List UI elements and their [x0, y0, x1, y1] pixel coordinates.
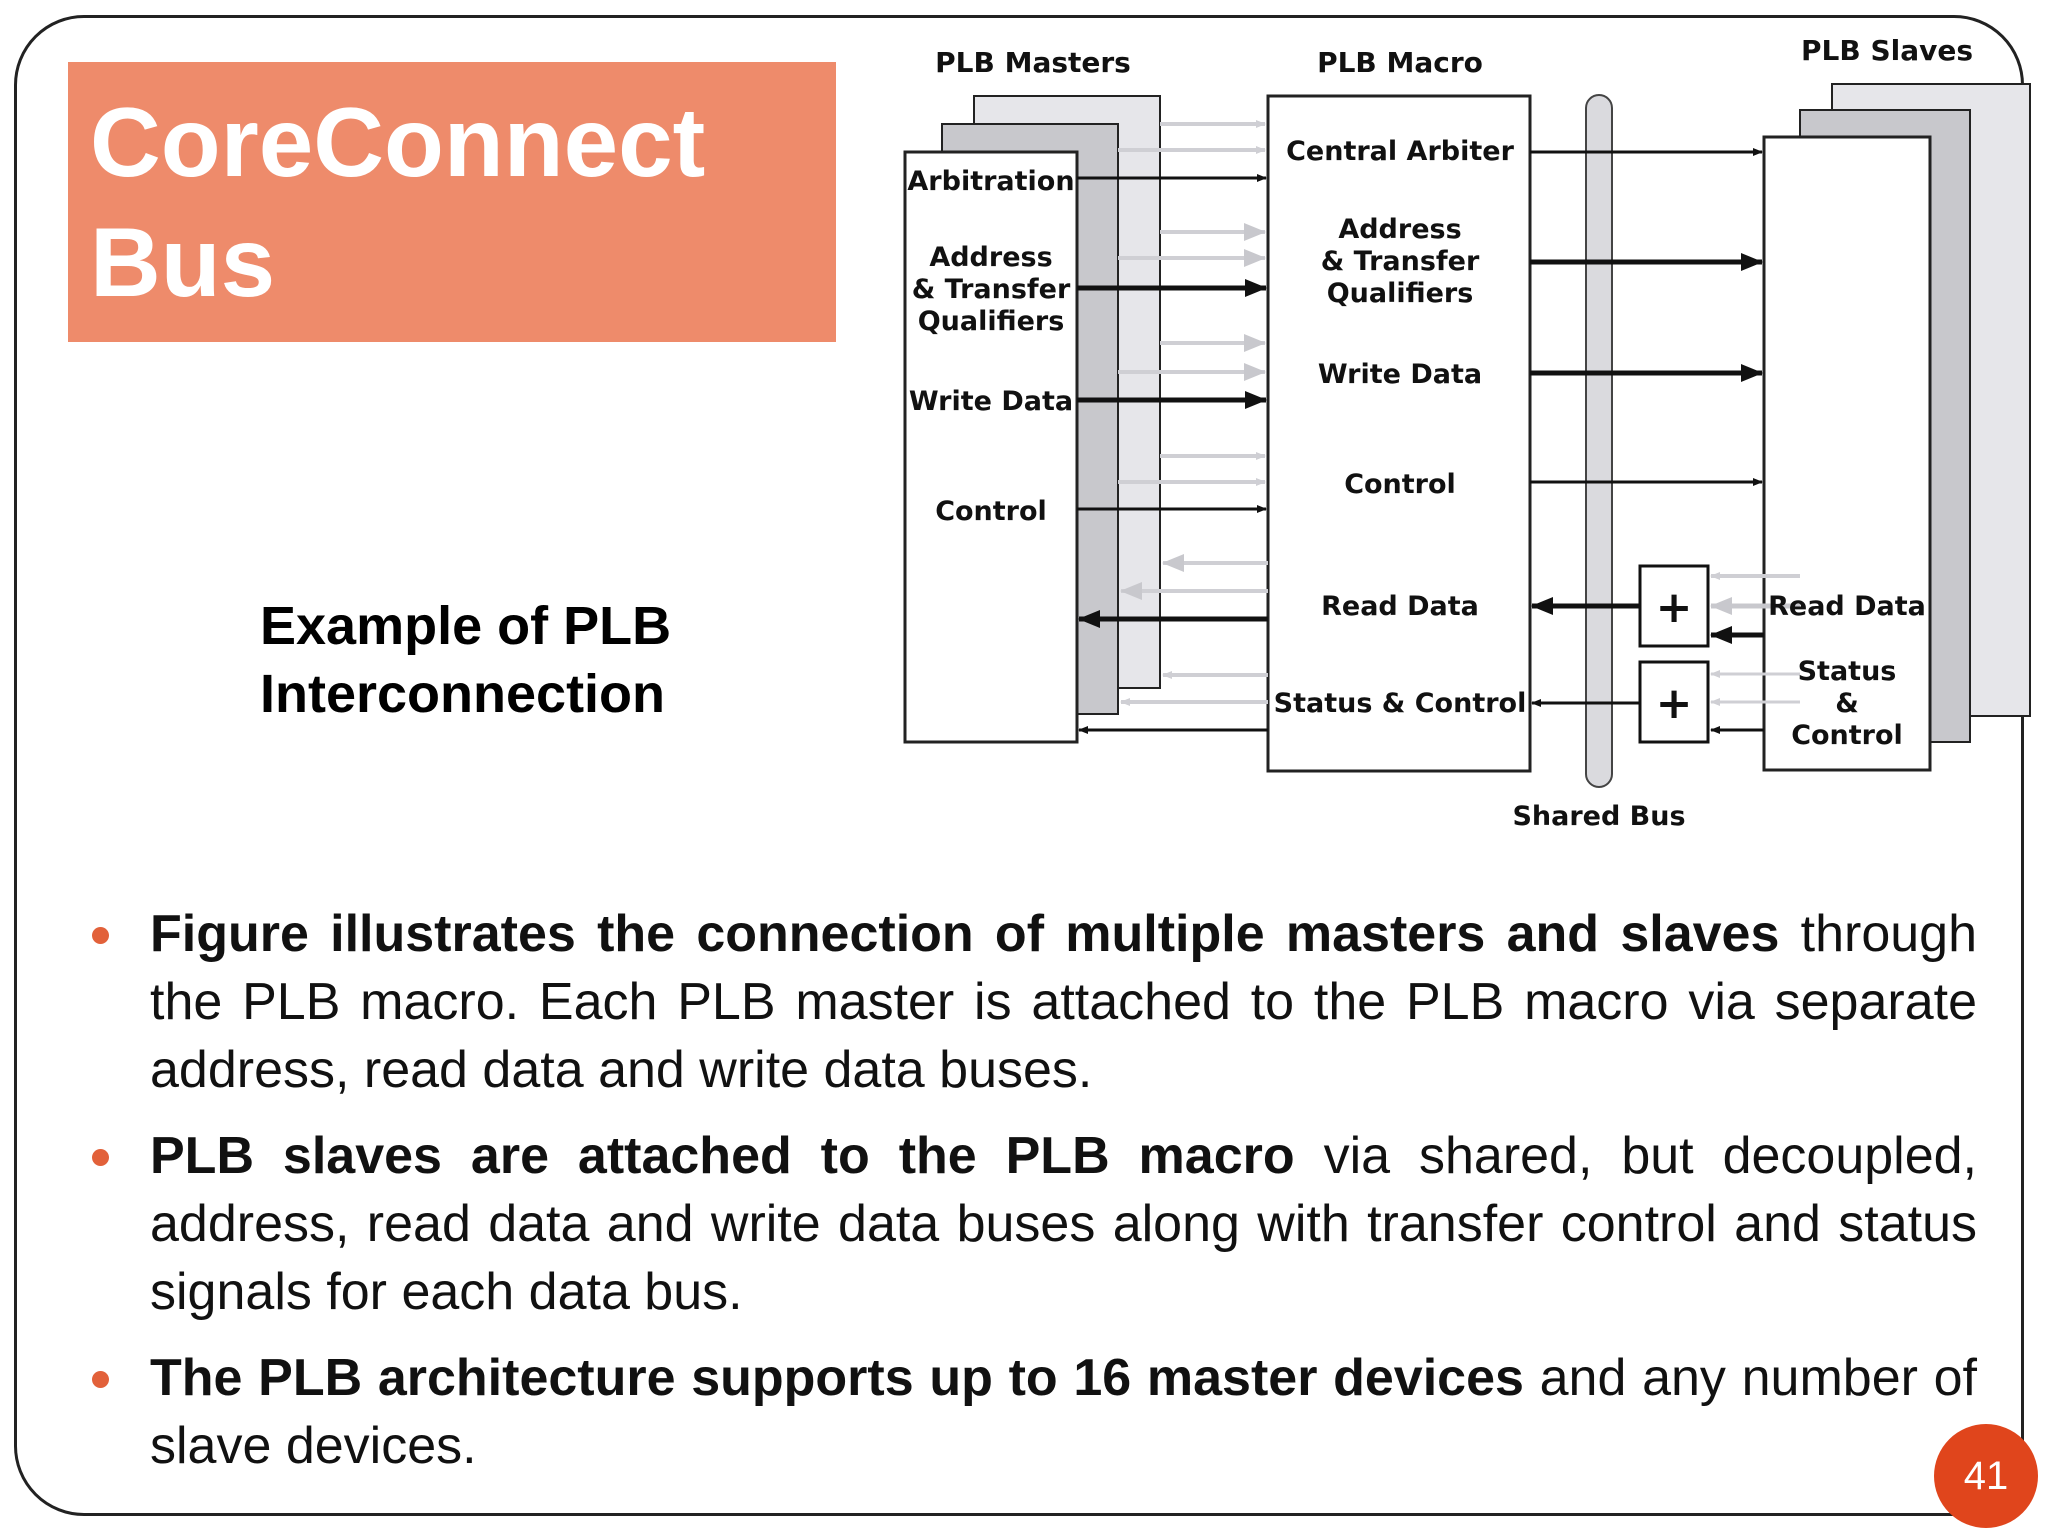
slave-macro-return-arrows — [1531, 572, 1800, 734]
slave-label-ampersand: & — [1835, 688, 1859, 719]
bullet-item: Figure illustrates the connection of mul… — [92, 900, 1977, 1104]
master-label-control: Control — [935, 496, 1047, 527]
master-label-transfer: & Transfer — [912, 274, 1071, 305]
title-line-1: CoreConnect — [90, 87, 706, 197]
macro-label-central-arbiter: Central Arbiter — [1286, 136, 1514, 167]
bullet-text: and any number of slave devices. — [150, 1349, 1977, 1475]
shared-bus — [1585, 94, 1613, 788]
macro-label-qualifiers: Qualifiers — [1327, 278, 1474, 309]
bullet-item: PLB slaves are attached to the PLB macro… — [92, 1122, 1978, 1326]
title-box: CoreConnect Bus — [68, 62, 836, 342]
master-macro-arrows — [1077, 174, 1268, 734]
slave-label-status: Status — [1798, 656, 1897, 687]
adder-status-control — [1638, 660, 1710, 744]
macro-label-read-data: Read Data — [1321, 591, 1479, 622]
macro-label-write-data: Write Data — [1318, 359, 1482, 390]
master-label-write-data: Write Data — [909, 386, 1073, 417]
shared-bus-label: Shared Bus — [1512, 801, 1685, 832]
caption-line-1: Example of PLB — [260, 596, 672, 656]
macro-slave-arrows — [1530, 148, 1763, 486]
master-label-qualifiers: Qualifiers — [918, 306, 1065, 337]
slave-front — [1762, 135, 1932, 772]
masters-header: PLB Masters — [935, 46, 1131, 79]
slaves-header: PLB Slaves — [1801, 34, 1973, 67]
bullet-text: via shared, but decoupled, address, read… — [150, 1127, 1978, 1321]
macro-box — [1266, 94, 1532, 773]
plb-diagram: PLB Masters PLB Macro PLB Slaves Shared … — [903, 34, 2031, 832]
master-label-address: Address — [929, 242, 1052, 273]
slave-label-control: Control — [1791, 720, 1903, 751]
macro-label-status-control: Status & Control — [1274, 688, 1527, 719]
bullet-item: The PLB architecture supports up to 16 m… — [92, 1344, 1977, 1480]
page-number-badge: 41 — [1934, 1424, 2038, 1528]
bullet-text: through the PLB macro. Each PLB master i… — [150, 905, 1977, 1099]
master-label-arbitration: Arbitration — [907, 166, 1074, 197]
bullet-list: Figure illustrates the connection of mul… — [92, 900, 1978, 1498]
bullet-dot-icon — [92, 1149, 109, 1166]
master-front — [903, 150, 1079, 744]
macro-label-address: Address — [1338, 214, 1461, 245]
slave-label-read-data: Read Data — [1768, 591, 1926, 622]
bullet-dot-icon — [92, 1371, 109, 1388]
bullet-bold-text: The PLB architecture supports up to 16 m… — [150, 1349, 1524, 1407]
faded-master-arrows — [1118, 120, 1268, 706]
macro-label-control: Control — [1344, 469, 1456, 500]
macro-header: PLB Macro — [1317, 46, 1483, 79]
bullet-dot-icon — [92, 927, 109, 944]
title-line-2: Bus — [90, 207, 276, 317]
caption-line-2: Interconnection — [260, 664, 666, 724]
bullet-bold-text: PLB slaves are attached to the PLB macro — [150, 1127, 1295, 1185]
bullet-bold-text: Figure illustrates the connection of mul… — [150, 905, 1780, 963]
adder-read-data-symbol: + — [1656, 582, 1693, 633]
diagram-caption: Example of PLB Interconnection — [260, 592, 671, 728]
macro-label-transfer: & Transfer — [1321, 246, 1480, 277]
adder-status-control-symbol: + — [1656, 678, 1693, 729]
